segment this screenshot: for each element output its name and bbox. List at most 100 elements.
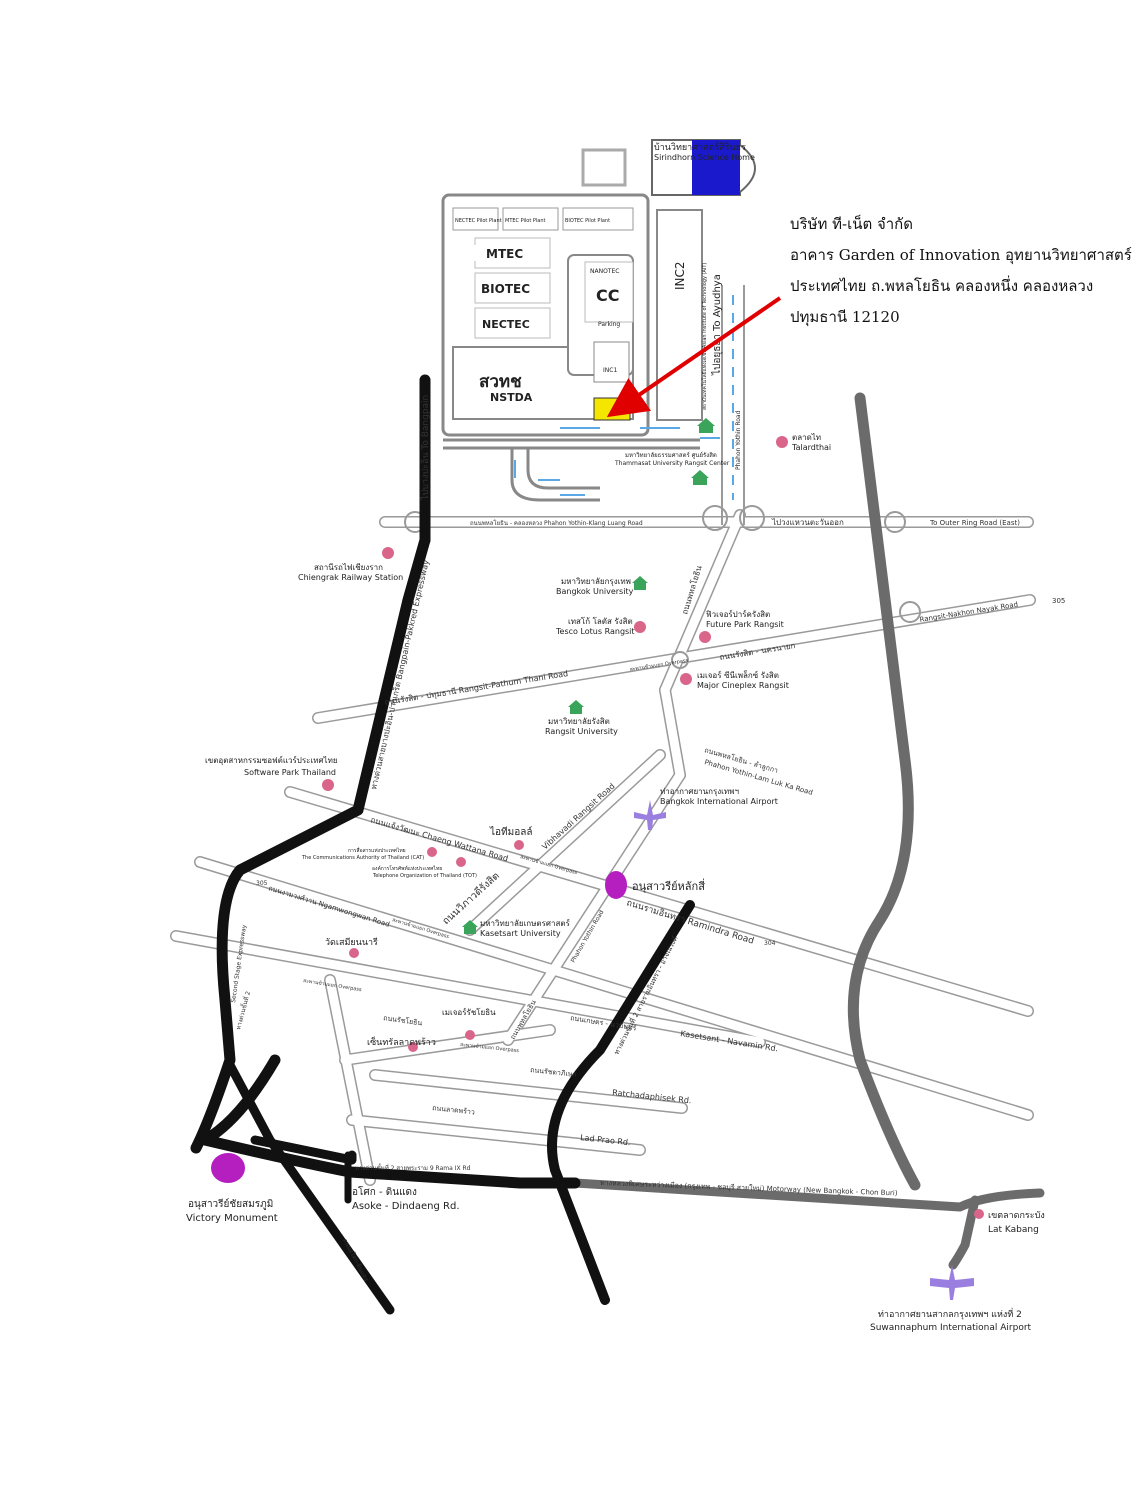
victory-monument [211, 1153, 245, 1183]
tesco-dot [634, 621, 646, 633]
cc-label: CC [596, 286, 619, 305]
rama9-label: ทางด่วนขั้นที่ 2 สายพระราม 9 Rama IX Rd [355, 1162, 471, 1172]
major-dot [680, 673, 692, 685]
phahon-road-vertical: Phahon Yothin Road [735, 410, 742, 470]
swp-en: Software Park Thailand [244, 768, 336, 777]
major-th: เมเจอร์ ซีนีเพล็กซ์ รังสิต [697, 670, 779, 680]
ratchayothin-label: ถนนรัชโยธิน [383, 1013, 423, 1027]
tesco-en: Tesco Lotus Rangsit [555, 627, 635, 636]
future-en: Future Park Rangsit [706, 620, 784, 629]
mtec-pilot: MTEC Pilot Plant [505, 218, 546, 224]
address-line-1: บริษัท ที-เน็ต จำกัด [790, 215, 914, 233]
nstda-th: สวทช [479, 372, 522, 392]
suvarnabhumi-th: ท่าอากาศยานสากลกรุงเทพฯ แห่งที่ 2 [878, 1307, 1022, 1320]
address-line-3: ประเทศไทย ถ.พหลโยธิน คลองหนึ่ง คลองหลวง [790, 277, 1094, 295]
laksi-label: อนุสาวรีย์หลักสี่ [632, 878, 705, 893]
victory-th: อนุสาวรีย์ชัยสมรภูมิ [188, 1198, 273, 1210]
nectec-logo: NECTEC [482, 318, 530, 331]
university-markers [462, 418, 715, 934]
itmall-label: ไอทีมอลล์ [489, 826, 532, 838]
victory-en: Victory Monument [186, 1213, 278, 1224]
t-net-building [593, 397, 631, 421]
tesco-th: เทสโก้ โลตัส รังสิต [568, 616, 633, 626]
bangpain-expwy: ทางด่วนสายบางปะอิน-ปากเกร็ด Bangpain-Pak… [368, 559, 431, 791]
bu-marker [632, 576, 648, 583]
airport-en: Bangkok International Airport [660, 797, 778, 806]
science-home-building [692, 140, 740, 195]
ratchada-th-label: ถนนรัชดาภิเษก [530, 1066, 577, 1079]
thammasat-marker [691, 470, 709, 478]
campus-labels: บ้านวิทยาศาสตร์สิรินธร Sirindhorn Scienc… [455, 141, 831, 470]
nanotec-logo: NANOTEC [590, 268, 619, 275]
tot-th: องค์การโทรศัพท์แห่งประเทศไทย [372, 865, 442, 872]
route305b-label: 305 [256, 880, 268, 887]
swp-th: เขตอุตสาหกรรมซอฟต์แวร์ประเทศไทย [205, 755, 338, 765]
latkabang-en: Lat Kabang [988, 1225, 1039, 1235]
asoke-en: Asoke - Dindaeng Rd. [352, 1201, 460, 1212]
poi-labels: สถานีรถไฟเชียงราก Chiengrak Railway Stat… [186, 563, 1045, 1333]
tot-en: Telephone Organization of Thailand (TOT) [372, 873, 477, 879]
thammasat-en: Thammasat University Rangsit Center [614, 460, 730, 467]
central-label: เซ็นทรัลลาดพร้าว [367, 1035, 436, 1048]
ku-en: Kasetsart University [480, 929, 561, 938]
wat-dot [349, 948, 359, 958]
cat-dot [427, 847, 437, 857]
latkabang-th: เขตลาดกระบัง [988, 1211, 1045, 1221]
major-en: Major Cineplex Rangsit [697, 681, 789, 690]
mtec-logo: MTEC [486, 247, 523, 261]
parking-label: Parking [598, 321, 620, 328]
campus [441, 139, 756, 502]
cat-th: การสื่อสารแห่งประเทศไทย [348, 847, 406, 854]
future-dot [699, 631, 711, 643]
suvarnabhumi-en: Suwannaphum International Airport [870, 1323, 1032, 1333]
to-bangpain: ไปบางปะอิน To Bangpain [420, 395, 431, 501]
science-home-en: Sirindhorn Science Home [654, 153, 755, 162]
rsu-marker [568, 700, 584, 707]
rangsit-pathum-label: ถนนรังสิต - ปทุมธานี Rangsit-Pathum Than… [384, 669, 569, 707]
kl-road-label: ถนนพหลโยธิน - คลองหลวง Phahon Yothin-Kla… [470, 519, 643, 527]
address-line-2: อาคาร Garden of Innovation อุทยานวิทยาศา… [790, 246, 1132, 264]
science-home-th: บ้านวิทยาศาสตร์สิรินธร [654, 141, 746, 153]
talardthai-th: ตลาดไท [792, 433, 821, 442]
swp-dot [322, 779, 334, 791]
motorway [570, 392, 1045, 1270]
talardthai-en: Talardthai [791, 443, 831, 452]
rsu-en: Rangsit University [545, 727, 618, 736]
airport-bkk-icon [634, 800, 666, 830]
to-ayudhya: ไปอยุธยา To Ayudhya [711, 274, 723, 376]
chiengrak-en: Chiengrak Railway Station [298, 573, 403, 582]
address-line-4: ปทุมธานี 12120 [790, 308, 900, 326]
pois [211, 418, 984, 1300]
latkabang-dot [974, 1209, 984, 1219]
nstda-en: NSTDA [490, 391, 533, 404]
chiengrak-th: สถานีรถไฟเชียงราก [314, 563, 383, 572]
ladprao-th-label: ถนนลาดพร้าว [432, 1104, 475, 1116]
asoke-th: อโศก - ดินแดง [352, 1185, 417, 1198]
wat-label: วัดเสมียนนารี [325, 937, 378, 948]
ait-label: สถาบันเทคโนโลยีแห่งเอเชีย Asian Institut… [701, 263, 708, 410]
tot-dot [456, 857, 466, 867]
itmall-dot [514, 840, 524, 850]
biotec-pilot: BIOTEC Pilot Plant [565, 218, 610, 224]
inc2-label: INC2 [673, 261, 687, 290]
bu-en: Bangkok University [556, 587, 634, 596]
route305-label: 305 [1052, 597, 1065, 605]
laksi-monument [605, 871, 627, 899]
ku-th: มหาวิทยาลัยเกษตรศาสตร์ [480, 918, 571, 928]
ngamwong-label: ถนนงามวงศ์วาน Ngamwongwan Road [267, 884, 390, 929]
central-dot [408, 1042, 418, 1052]
nectec-pilot: NECTEC Pilot Plant [455, 218, 502, 224]
vibhavadi-label: Vibhavadi Rangsit Road [540, 781, 616, 851]
asoke-dd-label: ถนนอโศก-ดินแดง [341, 1237, 370, 1282]
outer-ring-en: To Outer Ring Road (East) [929, 519, 1020, 527]
major-rat-label: เมเจอร์รัชโยธิน [442, 1007, 496, 1017]
future-th: ฟิวเจอร์ปาร์ครังสิต [706, 609, 770, 619]
inc1-label: INC1 [603, 367, 617, 374]
location-arrow [606, 296, 782, 418]
airport-th: ท่าอากาศยานกรุงเทพฯ [660, 787, 739, 796]
bu-th: มหาวิทยาลัยกรุงเทพ [561, 577, 631, 586]
route304-label: 304 [764, 940, 776, 947]
chiengrak-dot [382, 547, 394, 559]
biotec-logo: BIOTEC [481, 282, 530, 296]
